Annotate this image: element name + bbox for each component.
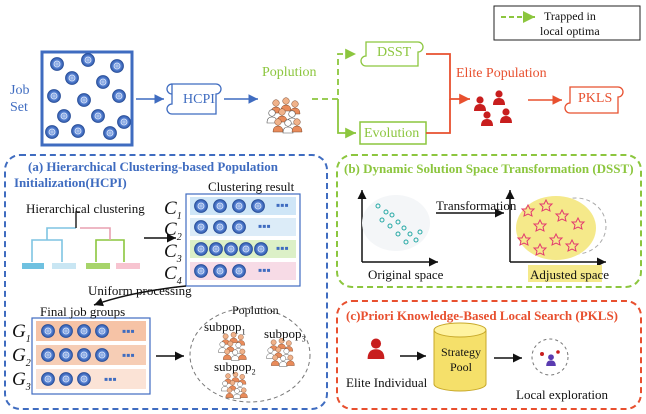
- cluster-label-2: C2: [164, 219, 182, 243]
- panel-a-title-line1: (a) Hierarchical Clustering-based Popula…: [28, 159, 279, 174]
- arrow-dsst-to-elite: [426, 53, 470, 105]
- cluster-bar-4: [116, 263, 140, 269]
- elite-population-label: Elite Population: [456, 66, 547, 81]
- arrow-population-to-evolution: [337, 99, 356, 139]
- cluster-ellipsis-2: ▪▪▪: [258, 219, 271, 233]
- cluster-rows: [190, 197, 296, 280]
- final-job-groups-label: Final job groups: [40, 304, 126, 319]
- dsst-label: DSST: [377, 45, 412, 60]
- hcpi-label: HCPI: [183, 92, 215, 107]
- original-space-label: Original space: [368, 267, 444, 282]
- elite-population-icon: [474, 90, 512, 126]
- population-circle: [189, 307, 311, 403]
- population-circle-label: Poplution: [232, 303, 279, 317]
- subpop3-label: subpop3: [264, 326, 306, 344]
- panel-a-title-line2: Initialization(HCPI): [14, 175, 127, 190]
- cluster-ellipsis-3: ▪▪▪: [276, 241, 289, 255]
- arrow-evolution-to-elite: [426, 99, 451, 134]
- dendrogram: [31, 211, 125, 262]
- cluster-label-3: C3: [164, 241, 182, 265]
- population-crowd-icon: [267, 98, 302, 133]
- strategy-pool-label-line2: Pool: [450, 360, 473, 374]
- panel-a-hcpi: [4, 154, 328, 410]
- panel-c-pkls: [336, 300, 642, 410]
- group-ellipsis-3: ▪▪▪: [104, 372, 117, 386]
- population-label: Poplution: [262, 65, 317, 80]
- panel-b-dsst: [336, 154, 642, 288]
- arrow-uniform-processing: [93, 285, 187, 307]
- dsst-scroll-icon: [360, 41, 424, 67]
- adjusted-space-label-bg: [528, 265, 602, 282]
- arrow-population-to-dsst: [312, 48, 356, 100]
- hierarchical-clustering-label: Hierarchical clustering: [26, 201, 145, 216]
- subpop2-label: subpop2: [214, 359, 256, 377]
- group-label-3: G3: [12, 369, 31, 393]
- legend-label-line2: local optima: [540, 24, 600, 38]
- transformation-label: Transformation: [436, 198, 517, 213]
- cluster-ellipsis-4: ▪▪▪: [258, 263, 271, 277]
- subpop1-label: subpop1: [204, 319, 246, 337]
- panel-b-title: (b) Dynamic Solution Space Transformatio…: [344, 161, 634, 176]
- adjusted-space-label: Adjusted space: [530, 267, 610, 282]
- cluster-bar-1: [22, 263, 44, 269]
- strategy-pool-label-line1: Strategy: [441, 345, 481, 359]
- strategy-pool-cylinder: [433, 322, 487, 392]
- cluster-bar-3: [86, 263, 110, 269]
- local-exploration-label: Local exploration: [516, 387, 609, 402]
- group-ellipsis-2: ▪▪▪: [122, 348, 135, 362]
- group-rows: [36, 321, 146, 389]
- group-label-2: G2: [12, 345, 31, 369]
- original-space-plot: [357, 190, 438, 267]
- cluster-bar-2: [52, 263, 76, 269]
- group-ellipsis-1: ▪▪▪: [122, 324, 135, 338]
- group-label-1: G1: [12, 321, 31, 345]
- clustering-result-label: Clustering result: [208, 179, 295, 194]
- pkls-label: PKLS: [578, 91, 613, 106]
- panel-c-title: (c)Priori Knowledge-Based Local Search (…: [346, 308, 619, 323]
- local-exploration-icon: [531, 338, 569, 376]
- job-set-label-line1: Job: [10, 83, 30, 98]
- legend-label-line1: Trapped in: [544, 9, 596, 23]
- cluster-ellipsis-1: ▪▪▪: [276, 198, 289, 212]
- uniform-processing-label: Uniform processing: [88, 283, 192, 298]
- adjusted-space-plot: [505, 190, 607, 267]
- hcpi-scroll-icon: [166, 83, 222, 115]
- elite-individual-label: Elite Individual: [346, 375, 428, 390]
- cluster-label-4: C4: [164, 263, 182, 287]
- legend-box: [493, 5, 641, 41]
- pkls-scroll-icon: [564, 86, 624, 114]
- evolution-label: Evolution: [364, 126, 420, 141]
- cluster-label-1: C1: [164, 198, 182, 222]
- job-set-label-line2: Set: [10, 100, 28, 115]
